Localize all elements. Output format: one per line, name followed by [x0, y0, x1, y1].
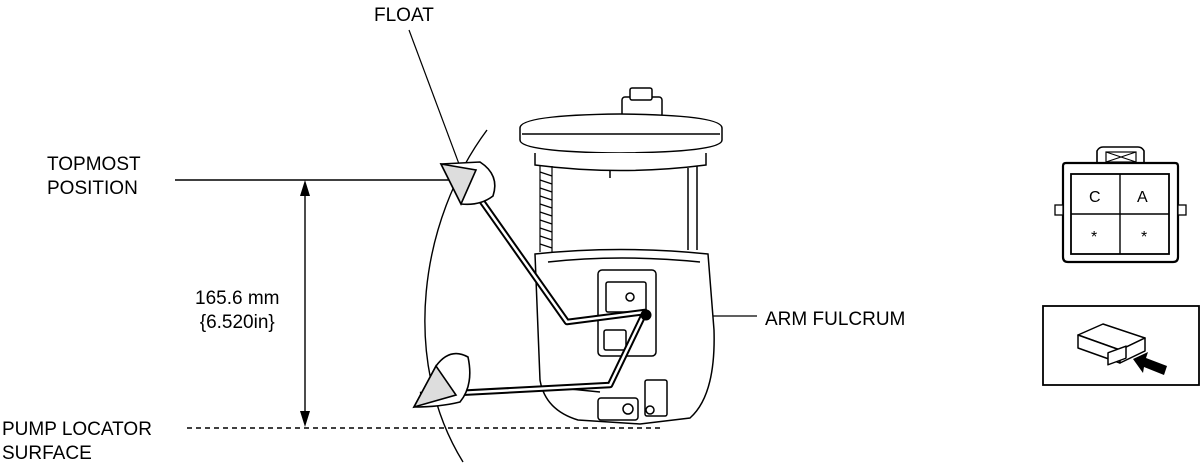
float-label: FLOAT: [374, 5, 434, 26]
float-top-position: [439, 161, 496, 206]
fuel-pump-assembly: [519, 87, 723, 425]
float-leader-line: [408, 29, 463, 173]
measurement-label: 165.6 mm {6.520in}: [195, 287, 279, 335]
measurement-mm: 165.6 mm: [195, 288, 280, 309]
arm-fulcrum-label: ARM FULCRUM: [765, 309, 906, 330]
connector-terminal-a: A: [1137, 189, 1148, 206]
arm-fulcrum-pivot: [640, 309, 652, 321]
float-bottom-position: [412, 352, 471, 409]
connector-terminal-c: C: [1089, 189, 1101, 206]
measurement-in: {6.520in}: [199, 312, 275, 333]
connector-face: [1054, 146, 1187, 264]
connector-terminal-bottom-right: *: [1141, 229, 1148, 246]
view-direction-arrow: [1133, 352, 1167, 375]
connector-terminal-bottom-left: *: [1091, 229, 1098, 246]
dimension-arrow: [300, 180, 310, 427]
connector-view-indicator: [1042, 305, 1200, 386]
pump-locator-surface-label: PUMP LOCATOR SURFACE: [2, 418, 152, 466]
topmost-position-label: TOPMOST POSITION: [47, 153, 141, 201]
pump-locator-line2: SURFACE: [2, 443, 92, 464]
pump-locator-line1: PUMP LOCATOR: [2, 419, 152, 440]
topmost-label-line2: POSITION: [47, 178, 138, 199]
topmost-label-line1: TOPMOST: [47, 154, 141, 175]
